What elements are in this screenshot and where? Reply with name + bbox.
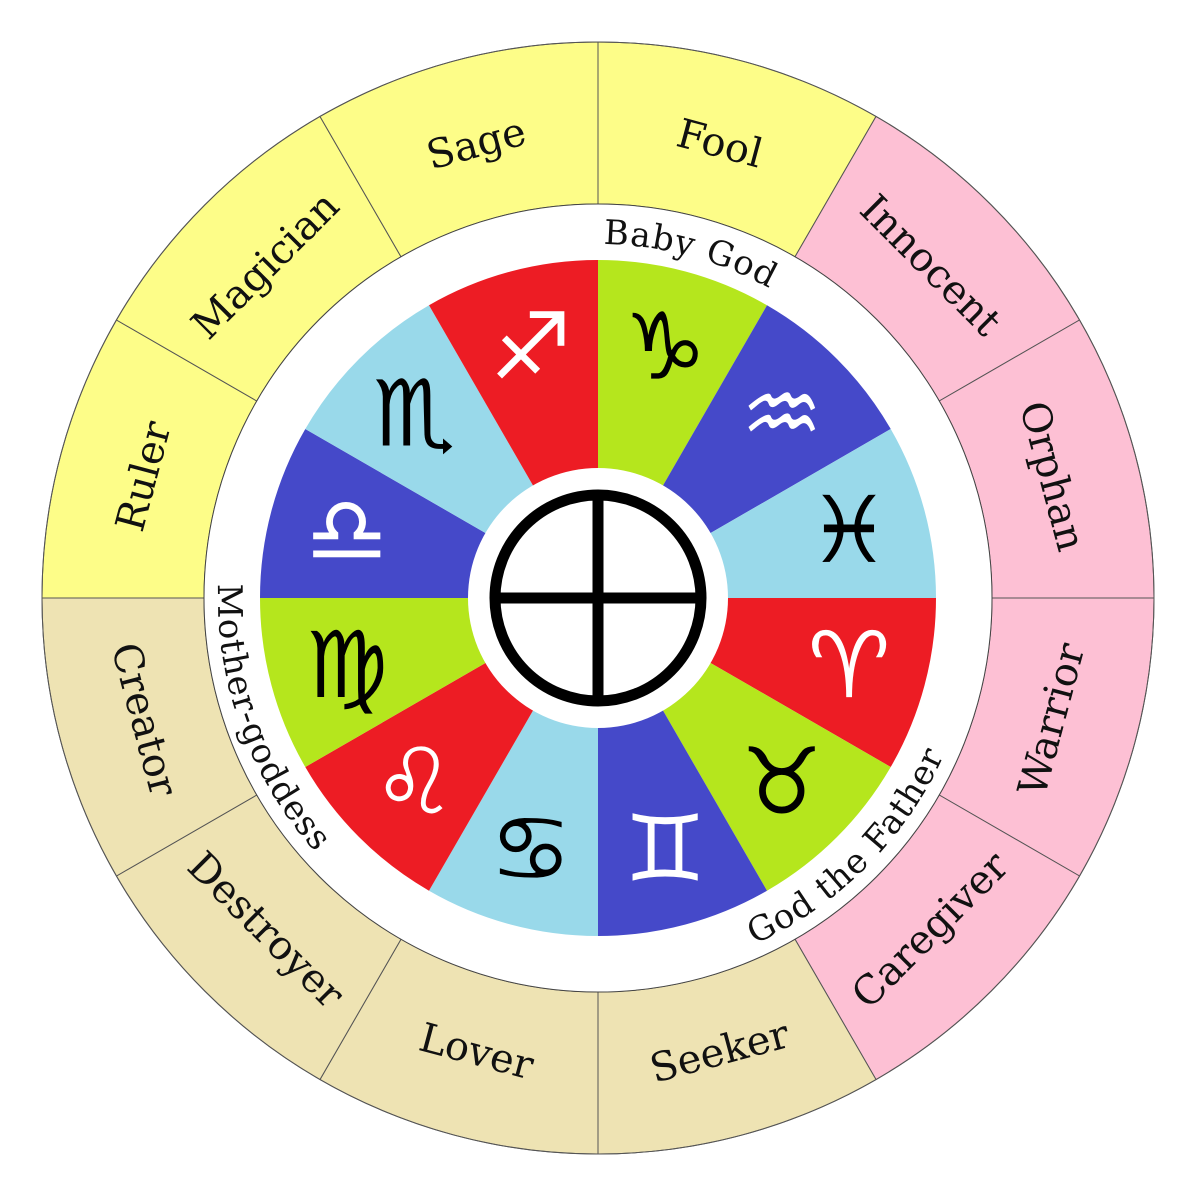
zodiac-wedge-virgo	[260, 598, 495, 767]
outer-archetype-ring: FoolInnocentOrphanWarriorCaregiverSeeker…	[41, 41, 1155, 1155]
zodiac-wedge-capricorn	[598, 260, 767, 495]
capricorn-icon: ♑︎	[624, 293, 706, 400]
aries-icon: ♈︎	[808, 612, 890, 719]
zodiac-wedge-leo	[305, 658, 538, 891]
libra-icon: ♎︎	[306, 477, 388, 584]
leo-icon: ♌︎	[373, 728, 455, 835]
sagittarius-icon: ♐︎	[489, 293, 571, 400]
zodiac-wedge-sagittarius	[429, 260, 598, 495]
zodiac-wedge-aries	[701, 598, 936, 767]
zodiac-wedge-pisces	[701, 429, 936, 598]
scorpio-icon: ♏︎	[373, 361, 455, 468]
taurus-icon: ♉︎	[741, 728, 823, 835]
cancer-icon: ♋︎	[489, 796, 571, 903]
zodiac-ring: ♑︎ ♒︎♓︎ ♈︎♉︎ ♊︎ ♋︎ ♌︎♍︎ ♎︎♏︎ ♐︎	[260, 260, 936, 936]
sun-cross-icon	[489, 489, 707, 707]
aquarius-icon: ♒︎	[741, 361, 823, 468]
zodiac-wedge-libra	[260, 429, 495, 598]
zodiac-wedge-gemini	[598, 701, 767, 936]
gemini-icon: ♊︎	[624, 796, 706, 903]
outer-border	[41, 41, 1155, 1155]
zodiac-wedge-taurus	[658, 658, 891, 891]
pisces-icon: ♓︎	[808, 477, 890, 584]
zodiac-wedge-cancer	[429, 701, 598, 936]
zodiac-wedge-scorpio	[305, 305, 538, 538]
zodiac-wedge-aquarius	[658, 305, 891, 538]
virgo-icon: ♍︎	[306, 612, 388, 719]
